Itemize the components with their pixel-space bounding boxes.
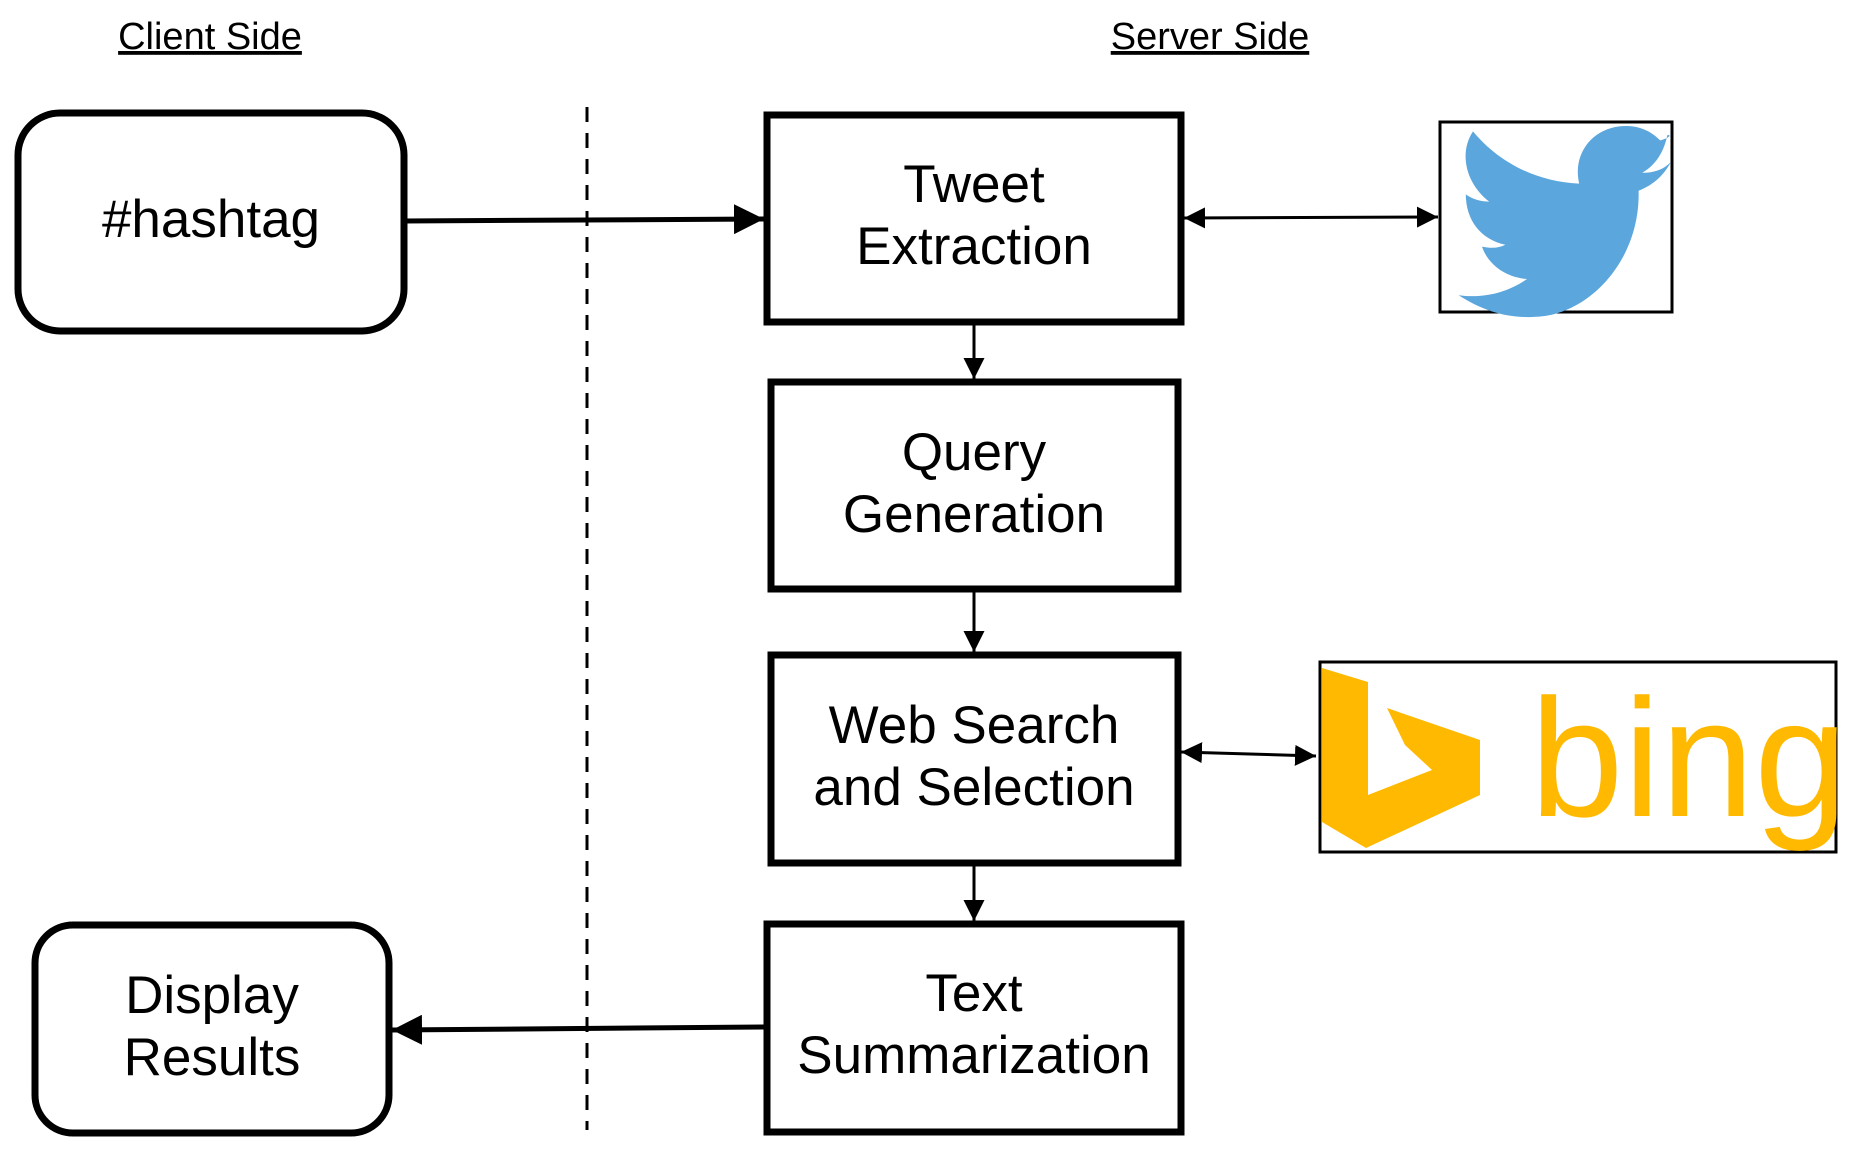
node-label-line: Results [124, 1028, 301, 1087]
node-label-line: Text [925, 964, 1022, 1023]
bing-wordmark: bing [1530, 664, 1848, 852]
bing-logo-icon [1322, 668, 1480, 848]
node-label-line: Tweet [903, 155, 1045, 214]
node-label-line: Web Search [829, 696, 1120, 755]
node-label-line: Extraction [856, 217, 1092, 276]
node-label-line: Generation [843, 485, 1105, 544]
bing-service: bing [1318, 660, 1848, 854]
arrow-summarization-to-display [391, 1014, 768, 1045]
node-label-line: Display [125, 966, 299, 1025]
node-label-line: Query [902, 423, 1047, 482]
server-side-header: Server Side [1111, 16, 1310, 58]
node-label-line: and Selection [813, 758, 1134, 817]
hashtag-input-label: #hashtag [102, 190, 320, 249]
client-side-header: Client Side [118, 16, 302, 58]
twitter-service [1438, 120, 1674, 318]
arrow-tweet-extraction-twitter [1183, 206, 1439, 229]
node-label-line: #hashtag [102, 190, 320, 249]
twitter-bird-icon [1458, 126, 1671, 318]
hashtag-input-node: #hashtag [14, 109, 408, 335]
arrow-hashtag-to-tweet-extraction [403, 204, 765, 235]
arrow-websearch-bing [1180, 742, 1317, 766]
node-label-line: Summarization [797, 1026, 1150, 1085]
